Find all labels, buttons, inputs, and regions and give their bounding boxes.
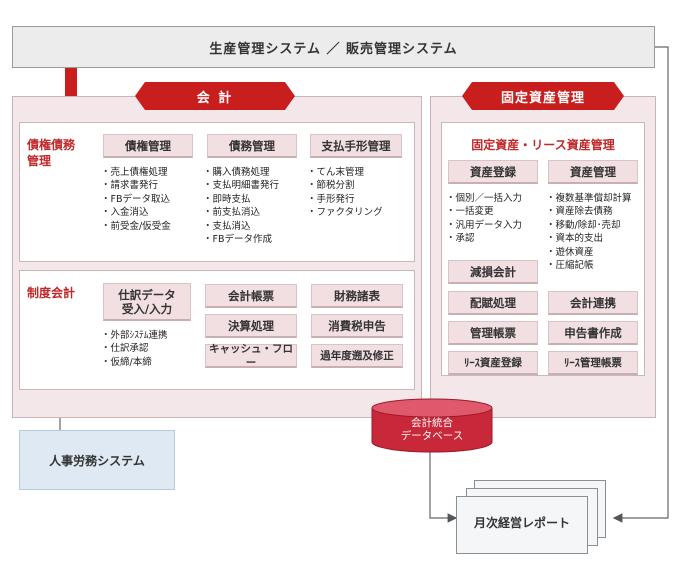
asset-management-label: 資産管理 xyxy=(570,164,616,179)
asset-registration-list: 個別／一括入力 一括変更 汎用データ入力 承認 xyxy=(446,192,523,246)
list-item: てん末管理 xyxy=(307,166,383,179)
list-item: 遊休資産 xyxy=(546,246,632,259)
list-item: 前受金/仮受金 xyxy=(101,220,171,233)
asset-management-header[interactable]: 資産管理 xyxy=(548,160,638,184)
cash-flow-label: キャッシュ・フロー xyxy=(209,342,293,369)
database-label-line2: データベース xyxy=(400,430,464,442)
list-item: ファクタリング xyxy=(307,206,383,219)
receivables-title-line1: 債権債務 xyxy=(27,138,76,152)
receivables-title-line2: 管理 xyxy=(27,154,52,168)
database-label: 会計統合 データベース xyxy=(370,417,494,443)
fixed-asset-ribbon-label: 固定資産管理 xyxy=(500,90,585,106)
financial-statements-button[interactable]: 財務諸表 xyxy=(311,284,403,308)
list-item: 外部ｼｽﾃﾑ連携 xyxy=(101,329,168,342)
list-item: 資本的支出 xyxy=(546,232,632,245)
closing-process-label: 決算処理 xyxy=(228,318,274,333)
accounting-link-label: 会計連携 xyxy=(570,295,616,310)
list-item: 圧縮記帳 xyxy=(546,259,632,272)
accounting-ledger-label: 会計帳票 xyxy=(228,288,274,303)
impairment-accounting-button[interactable]: 減損会計 xyxy=(448,260,538,284)
accounting-ledger-button[interactable]: 会計帳票 xyxy=(205,284,297,308)
tax-return-label: 申告書作成 xyxy=(564,325,622,340)
payables-mgmt-header[interactable]: 債務管理 xyxy=(207,134,297,158)
payables-mgmt-label: 債務管理 xyxy=(229,138,275,153)
list-item: 請求書発行 xyxy=(101,179,171,192)
consumption-tax-button[interactable]: 消費税申告 xyxy=(311,314,403,338)
list-item: 一括変更 xyxy=(446,205,522,218)
db-to-report-line xyxy=(429,448,458,523)
accounting-ribbon: 会 計 xyxy=(135,82,295,110)
database-cylinder-icon xyxy=(371,398,493,453)
monthly-report-label: 月次経営レポート xyxy=(473,515,570,530)
list-item: 手形発行 xyxy=(307,193,383,206)
list-item: 購入債務処理 xyxy=(203,166,279,179)
list-item: 支払消込 xyxy=(203,220,279,233)
journal-entry-list: 外部ｼｽﾃﾑ連携 仕訳承認 仮締/本締 xyxy=(101,329,168,369)
notes-payable-mgmt-label: 支払手形管理 xyxy=(321,138,391,153)
cash-flow-button[interactable]: キャッシュ・フロー xyxy=(205,342,297,369)
payables-mgmt-list: 購入債務処理 支払明細書発行 即時支払 前支払消込 支払消込 FBデータ作成 xyxy=(203,166,280,246)
consumption-tax-label: 消費税申告 xyxy=(328,318,386,333)
list-item: 支払明細書発行 xyxy=(203,179,280,192)
list-item: 複数基準償却計算 xyxy=(546,192,632,205)
management-report-label: 管理帳票 xyxy=(470,325,516,340)
production-sales-system-bar: 生産管理システム ／ 販売管理システム xyxy=(12,26,655,68)
list-item: 即時支払 xyxy=(203,193,279,206)
journal-entry-label-line1: 仕訳データ xyxy=(118,287,176,302)
list-item: 汎用データ入力 xyxy=(446,219,523,232)
list-item: 移動/除却･売却 xyxy=(546,219,632,232)
financial-statements-label: 財務諸表 xyxy=(334,288,380,303)
institutional-accounting-title: 制度会計 xyxy=(27,286,76,300)
production-sales-system-label: 生産管理システム ／ 販売管理システム xyxy=(209,41,458,57)
lease-management-report-label: ﾘｰｽ管理帳票 xyxy=(564,356,622,369)
list-item: 資産除去債務 xyxy=(546,205,632,218)
list-item: FBデータ取込 xyxy=(101,193,171,206)
accounting-ribbon-label: 会 計 xyxy=(196,90,234,106)
lease-asset-registration-button[interactable]: ﾘｰｽ資産登録 xyxy=(448,351,538,375)
retrospective-correction-button[interactable]: 過年度遡及修正 xyxy=(311,344,403,368)
list-item: 前支払消込 xyxy=(203,206,279,219)
retrospective-correction-label: 過年度遡及修正 xyxy=(320,349,394,362)
list-item: FBデータ作成 xyxy=(203,233,279,246)
lease-asset-registration-label: ﾘｰｽ資産登録 xyxy=(464,356,522,369)
list-item: 個別／一括入力 xyxy=(446,192,523,205)
list-item: 売上債権処理 xyxy=(101,166,171,179)
lease-management-report-button[interactable]: ﾘｰｽ管理帳票 xyxy=(548,351,638,375)
database-label-line1: 会計統合 xyxy=(411,417,453,429)
fixed-asset-ribbon: 固定資産管理 xyxy=(462,82,624,110)
receivables-payables-title: 債権債務 管理 xyxy=(27,137,75,169)
accounting-link-button[interactable]: 会計連携 xyxy=(548,291,638,315)
allocation-process-label: 配賦処理 xyxy=(470,295,516,310)
asset-registration-header[interactable]: 資産登録 xyxy=(448,160,538,184)
notes-payable-mgmt-list: てん末管理 節税分割 手形発行 ファクタリング xyxy=(307,166,383,220)
list-item: 仮締/本締 xyxy=(101,356,168,369)
tax-return-button[interactable]: 申告書作成 xyxy=(548,321,638,345)
fixed-lease-asset-title: 固定資産・リース資産管理 xyxy=(471,138,615,152)
report-sheet-front xyxy=(456,496,588,554)
asset-management-list: 複数基準償却計算 資産除去債務 移動/除却･売却 資本的支出 遊休資産 圧縮記帳 xyxy=(546,192,632,272)
list-item: 入金消込 xyxy=(101,206,171,219)
asset-registration-label: 資産登録 xyxy=(470,164,516,179)
management-report-button[interactable]: 管理帳票 xyxy=(448,321,538,345)
hr-labor-system-box: 人事労務システム xyxy=(19,430,175,490)
closing-process-button[interactable]: 決算処理 xyxy=(205,314,297,338)
journal-entry-button[interactable]: 仕訳データ 受入/入力 xyxy=(103,283,191,321)
journal-entry-label-line2: 受入/入力 xyxy=(121,301,173,316)
receivables-mgmt-label: 債権管理 xyxy=(125,138,171,153)
notes-payable-mgmt-header[interactable]: 支払手形管理 xyxy=(310,134,402,158)
receivables-mgmt-list: 売上債権処理 請求書発行 FBデータ取込 入金消込 前受金/仮受金 xyxy=(101,166,171,233)
receivables-mgmt-header[interactable]: 債権管理 xyxy=(103,134,193,158)
list-item: 承認 xyxy=(446,232,522,245)
impairment-accounting-label: 減損会計 xyxy=(470,264,516,279)
list-item: 仕訳承認 xyxy=(101,342,168,355)
allocation-process-button[interactable]: 配賦処理 xyxy=(448,291,538,315)
hr-labor-system-label: 人事労務システム xyxy=(49,453,145,468)
top-to-report-line xyxy=(612,46,669,523)
list-item: 節税分割 xyxy=(307,179,383,192)
